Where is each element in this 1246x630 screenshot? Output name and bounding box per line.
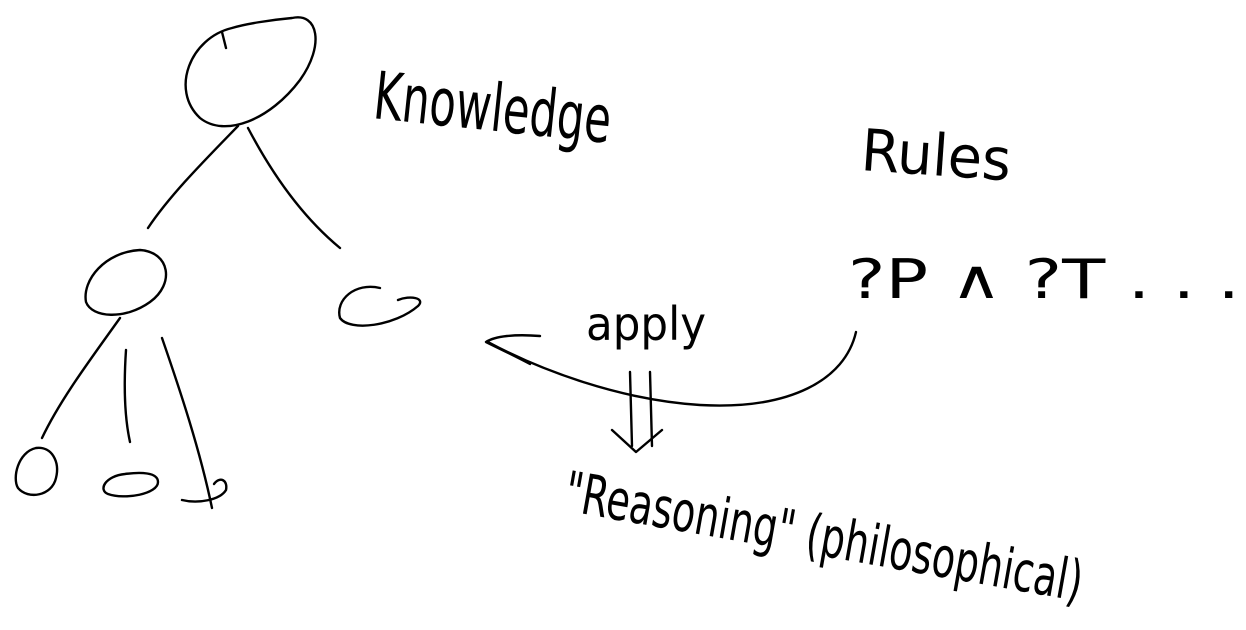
leaf-node-3 bbox=[180, 478, 228, 503]
child-node-right bbox=[338, 285, 422, 327]
child-node-left bbox=[84, 248, 168, 316]
leaf-node-2 bbox=[102, 471, 160, 498]
knowledge-tree bbox=[14, 16, 422, 510]
leaf-node-1 bbox=[14, 446, 59, 497]
root-node bbox=[184, 16, 317, 128]
rule-expression: ?P ∧ ?T . . . bbox=[848, 248, 1240, 311]
implies-shaft-right bbox=[648, 370, 654, 448]
apply-arrow bbox=[484, 330, 858, 407]
apply-arrowhead bbox=[484, 334, 542, 366]
root-node-tick bbox=[220, 30, 228, 50]
reasoning-label: "Reasoning" (philosophical) bbox=[560, 460, 1088, 615]
apply-arrow-curve bbox=[486, 330, 858, 407]
tree-edge-root-left bbox=[146, 124, 240, 230]
tree-edge-left-leaf3 bbox=[160, 336, 214, 510]
knowledge-label: Knowledge bbox=[370, 57, 615, 158]
tree-edge-root-right bbox=[246, 126, 342, 250]
tree-edge-left-leaf2 bbox=[123, 348, 132, 444]
implies-shaft-left bbox=[628, 370, 634, 448]
implies-double-arrow bbox=[610, 370, 664, 454]
tree-edge-left-leaf1 bbox=[40, 316, 122, 440]
implies-head bbox=[610, 428, 664, 454]
apply-label: apply bbox=[586, 297, 706, 351]
rules-label: Rules bbox=[859, 116, 1013, 194]
